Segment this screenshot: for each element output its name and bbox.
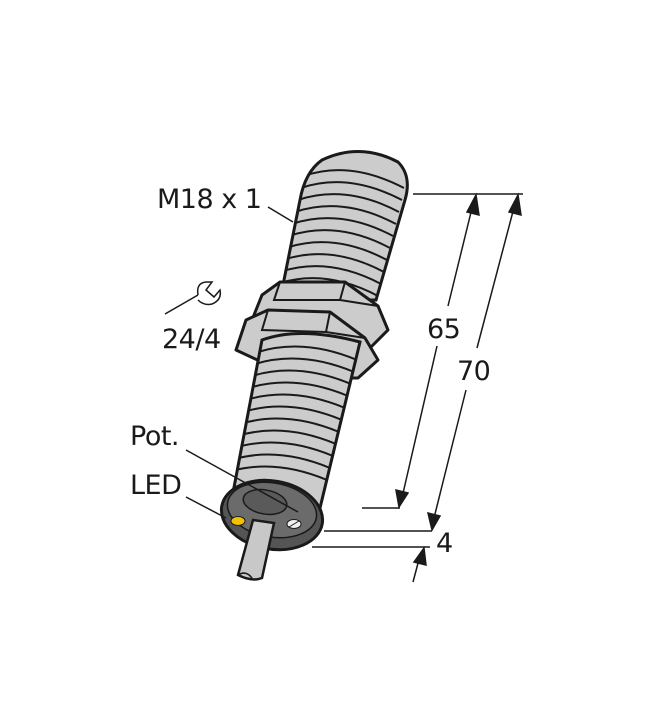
arrow-4-up xyxy=(412,545,427,566)
led-leader xyxy=(185,496,227,519)
lower-thread-section xyxy=(230,331,362,513)
arrow-70-top xyxy=(507,192,522,217)
led-indicator xyxy=(230,516,246,526)
dimension-70-label: 70 xyxy=(457,356,491,387)
dimension-65-label: 65 xyxy=(427,314,461,345)
dim-65-lower xyxy=(400,345,438,503)
end-cap xyxy=(219,478,325,552)
arrow-70-bottom xyxy=(426,511,442,533)
arrow-65-bottom xyxy=(395,488,410,510)
cable xyxy=(236,518,276,581)
dim-70-upper xyxy=(476,199,517,349)
dimension-4-label: 4 xyxy=(436,528,453,559)
leader-lines xyxy=(185,206,299,519)
upper-thread-section xyxy=(278,150,409,302)
dimension-lines xyxy=(312,192,523,583)
led-label: LED xyxy=(130,470,182,501)
potentiometer-label: Pot. xyxy=(130,421,180,452)
wrench-size-label: 24/4 xyxy=(162,324,221,355)
dim-70-lower xyxy=(431,389,467,527)
dim-65-upper xyxy=(447,199,475,307)
thread-size-label: M18 x 1 xyxy=(157,184,262,215)
thread-leader xyxy=(267,206,294,223)
arrow-65-top xyxy=(465,192,480,217)
pot-leader xyxy=(185,449,299,513)
wrench-icon xyxy=(164,281,222,315)
